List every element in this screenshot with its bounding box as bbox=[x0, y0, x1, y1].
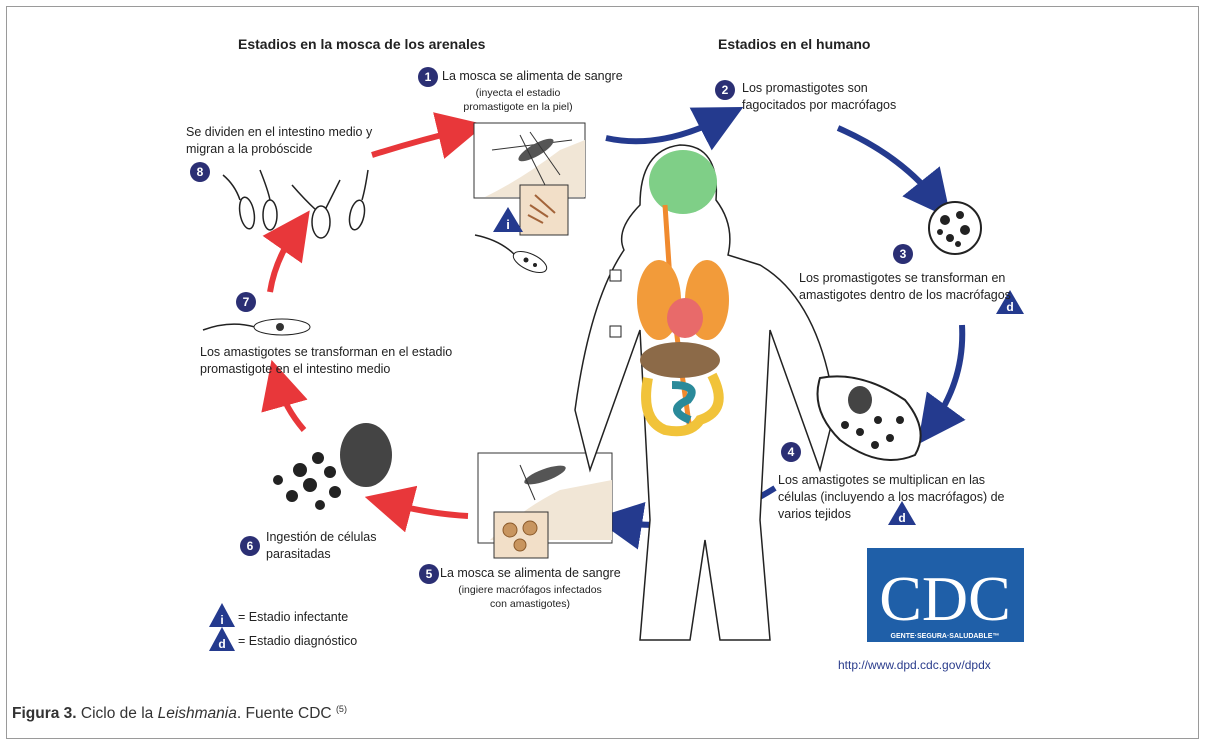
caption-label: Figura 3. bbox=[12, 705, 77, 722]
caption-text-after: . Fuente CDC bbox=[237, 705, 336, 722]
parasitized-cells bbox=[273, 423, 392, 510]
cdc-logo: CDC GENTE·SEGURA·SALUDABLE™ bbox=[867, 548, 1024, 642]
sandfly-feeding-image-1 bbox=[474, 123, 585, 235]
sandfly-feeding-image-5 bbox=[478, 453, 612, 558]
promastigote-icon bbox=[475, 235, 550, 277]
caption-reference: (5) bbox=[336, 704, 347, 714]
step-1-text: La mosca se alimenta de sangre bbox=[442, 68, 623, 85]
dividing-promastigotes bbox=[223, 170, 368, 238]
arrow-5-to-6 bbox=[388, 503, 468, 516]
step-1-subtext: (inyecta el estadio promastigote en la p… bbox=[452, 86, 584, 114]
step-4-text: Los amastigotes se multiplican en las cé… bbox=[778, 472, 1018, 523]
macrophage-cell bbox=[929, 202, 981, 254]
svg-text:6: 6 bbox=[247, 539, 254, 553]
legend-diagnostic-icon: d bbox=[209, 627, 235, 651]
svg-text:i: i bbox=[220, 613, 223, 627]
transforming-promastigote bbox=[203, 319, 310, 335]
step-8-text: Se dividen en el intestino medio y migra… bbox=[186, 124, 386, 158]
svg-text:1: 1 bbox=[425, 70, 432, 84]
step-5-subtext: (ingiere macrófagos infectados con amast… bbox=[450, 583, 610, 611]
svg-text:CDC: CDC bbox=[879, 563, 1011, 634]
step-1-number: 1 bbox=[418, 67, 438, 87]
svg-text:i: i bbox=[506, 217, 510, 232]
svg-text:5: 5 bbox=[426, 567, 433, 581]
step-3-number: 3 bbox=[893, 244, 913, 264]
cdc-url-link[interactable]: http://www.dpd.cdc.gov/dpdx bbox=[838, 658, 991, 672]
infected-cell-amastigotes bbox=[818, 376, 921, 460]
caption-italic: Leishmania bbox=[158, 705, 237, 722]
step-3-text: Los promastigotes se transforman en amas… bbox=[799, 270, 1031, 304]
header-human-stages: Estadios en el humano bbox=[718, 36, 870, 53]
arrow-6-to-7 bbox=[278, 383, 304, 430]
svg-text:d: d bbox=[218, 637, 225, 651]
figure-caption: Figura 3. Ciclo de la Leishmania. Fuente… bbox=[12, 704, 347, 723]
legend-infective-label: = Estadio infectante bbox=[238, 609, 348, 626]
step-2-text: Los promastigotes son fagocitados por ma… bbox=[742, 80, 912, 114]
infective-stage-marker: i bbox=[493, 207, 523, 232]
svg-text:GENTE·SEGURA·SALUDABLE™: GENTE·SEGURA·SALUDABLE™ bbox=[891, 633, 1000, 640]
step-6-text: Ingestión de células parasitadas bbox=[266, 529, 396, 563]
caption-text-before: Ciclo de la bbox=[77, 705, 158, 722]
svg-text:4: 4 bbox=[788, 445, 795, 459]
arrow-7-to-8 bbox=[270, 230, 296, 292]
legend-infective-icon: i bbox=[209, 603, 235, 627]
arrow-2-to-3 bbox=[838, 128, 936, 200]
arrow-1-to-2 bbox=[606, 118, 722, 141]
svg-text:3: 3 bbox=[900, 247, 907, 261]
step-5-number: 5 bbox=[419, 564, 439, 584]
svg-text:2: 2 bbox=[722, 83, 729, 97]
header-sandfly-stages: Estadios en la mosca de los arenales bbox=[238, 36, 485, 53]
step-7-text: Los amastigotes se transforman en el est… bbox=[200, 344, 460, 378]
svg-text:8: 8 bbox=[197, 165, 204, 179]
legend-diagnostic-label: = Estadio diagnóstico bbox=[238, 633, 357, 650]
step-2-number: 2 bbox=[715, 80, 735, 100]
step-7-number: 7 bbox=[236, 292, 256, 312]
svg-text:7: 7 bbox=[243, 295, 250, 309]
step-5-text: La mosca se alimenta de sangre bbox=[440, 565, 621, 582]
step-8-number: 8 bbox=[190, 162, 210, 182]
arrow-3-to-4 bbox=[932, 325, 962, 425]
step-6-number: 6 bbox=[240, 536, 260, 556]
step-4-number: 4 bbox=[781, 442, 801, 462]
